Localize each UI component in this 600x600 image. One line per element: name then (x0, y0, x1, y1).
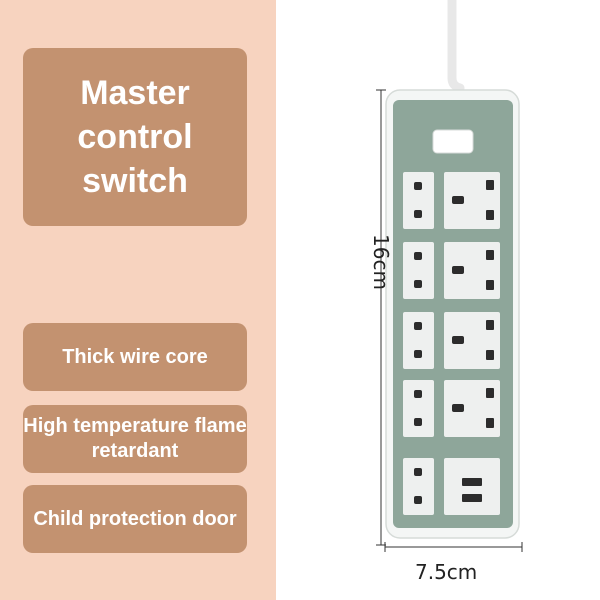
usb-port (462, 494, 482, 502)
badge-child-protection: Child protection door (23, 485, 247, 553)
small-sockets (403, 172, 434, 515)
master-switch-button (432, 129, 474, 154)
usb-module (444, 458, 500, 515)
badge-label: Child protection door (33, 507, 237, 530)
height-dimension-line (376, 89, 386, 546)
badge-label: Thick wire core (62, 345, 208, 368)
height-label: 16cm (368, 234, 393, 290)
feature-panel: Master control switch Thick wire core Hi… (0, 0, 276, 600)
usb-port (462, 478, 482, 486)
width-label: 7.5cm (415, 560, 478, 584)
badge-label: Master control switch (77, 73, 193, 201)
power-cord (447, 0, 465, 93)
badge-flame-retardant: High temperature flame retardant (23, 405, 247, 473)
width-dimension-line (384, 542, 523, 552)
badge-thick-wire-core: Thick wire core (23, 323, 247, 391)
universal-sockets (444, 172, 500, 437)
badge-label: High temperature flame retardant (23, 415, 247, 462)
badge-master-control-switch: Master control switch (23, 48, 247, 226)
